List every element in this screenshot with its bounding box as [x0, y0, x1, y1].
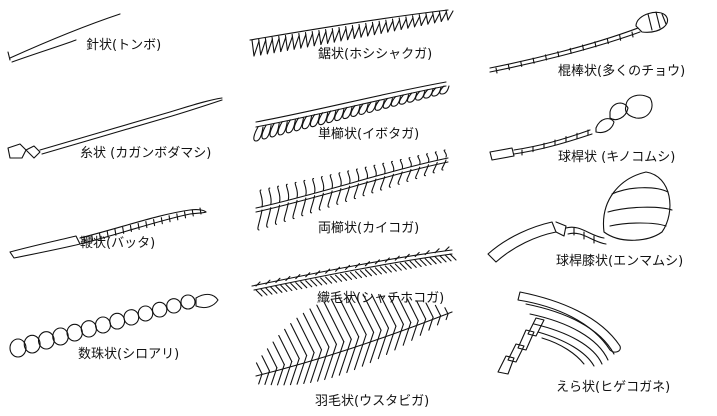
setaceous-antenna-drawing	[7, 13, 121, 63]
geniculate-capitate-antenna-drawing	[487, 171, 673, 263]
label-flagellate: 鞭状(バッタ)	[80, 236, 156, 251]
label-bipectinate: 両櫛状(カイコガ)	[318, 221, 420, 236]
pectinate-antenna-drawing	[253, 81, 450, 142]
flagellate-antenna-drawing	[9, 207, 207, 259]
label-geniculate-capitate: 球桿膝状(エンマムシ)	[556, 254, 684, 269]
bipectinate-antenna-drawing	[255, 149, 449, 231]
label-lamellate: えら状(ヒゲコガネ)	[556, 380, 671, 395]
label-capitate: 球桿状 (キノコムシ)	[558, 150, 676, 165]
label-moniliform: 数珠状(シロアリ)	[78, 347, 180, 362]
lamellate-antenna-drawing	[497, 291, 621, 375]
label-ciliate: 織毛状(シャチホコガ)	[317, 291, 445, 306]
label-pectinate: 単櫛状(イボタガ)	[318, 127, 420, 142]
label-filiform: 糸状 (カガンボダマシ)	[80, 146, 212, 161]
ciliate-antenna-drawing	[251, 246, 457, 297]
serrate-antenna-drawing	[249, 9, 454, 57]
label-clavate: 棍棒状(多くのチョウ)	[558, 64, 686, 79]
clavate-antenna-drawing	[489, 11, 668, 74]
label-setaceous: 針状(トンボ)	[86, 38, 162, 53]
label-plumose: 羽毛状(ウスタビガ)	[315, 394, 430, 409]
plumose-antenna-drawing	[255, 293, 453, 386]
moniliform-antenna-drawing	[9, 293, 219, 358]
capitate-antenna-drawing	[489, 94, 653, 161]
label-serrate: 鋸状(ホシシャクガ)	[318, 47, 433, 62]
filiform-antenna-drawing	[7, 97, 223, 159]
